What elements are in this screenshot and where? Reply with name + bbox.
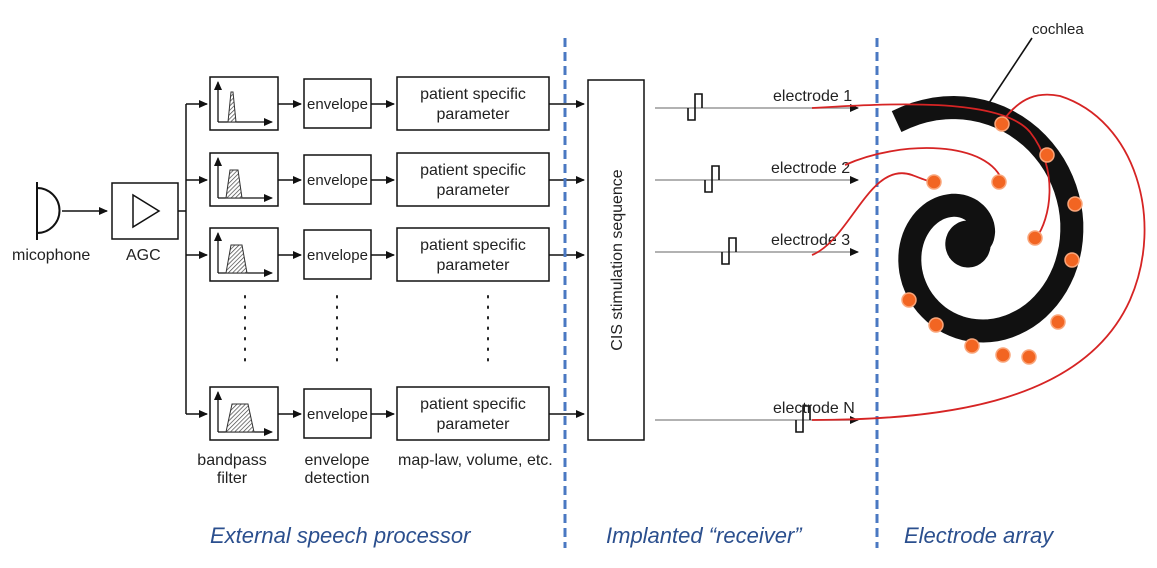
electrode-dot (901, 292, 917, 308)
electrode-dot (1021, 349, 1037, 365)
patient-parameter-box (396, 152, 550, 207)
envelope-label: envelope (307, 172, 368, 189)
filter-response-icon (225, 244, 248, 274)
channel-row: envelope patient specific parameter (186, 152, 585, 207)
electrode-outputs: electrode 1 electrode 2 electrode 3 electro… (655, 88, 859, 433)
electrode-dot (991, 174, 1007, 190)
filter-response-icon (225, 169, 243, 199)
electrode-dot (1050, 314, 1066, 330)
electrode-dot (1064, 252, 1080, 268)
patient-parameter-box (396, 76, 550, 131)
electrode-dot (926, 174, 942, 190)
electrode-dot (928, 317, 944, 333)
cis-stimulation-box (587, 79, 645, 441)
parameter-label-line2: parameter (437, 106, 511, 123)
electrode-label: electrode N (773, 400, 855, 417)
parameter-label-line2: parameter (437, 257, 511, 274)
wire-electrode-1 (811, 103, 1051, 239)
branch-wires (178, 104, 187, 414)
electrode-dot (1039, 147, 1055, 163)
cochlea-label: cochlea (1032, 21, 1084, 38)
channel-row: envelope patient specific parameter (186, 76, 585, 131)
electrode-dot (964, 338, 980, 354)
electrode-output-4: electrode N (655, 400, 859, 433)
patient-parameter-box (396, 227, 550, 282)
electrode-contacts (901, 116, 1083, 365)
envelope-label: envelope (307, 406, 368, 423)
bandpass-label-line2: filter (217, 470, 248, 487)
bandpass-label-line1: bandpass (197, 452, 266, 469)
envelope-detection-label-line2: detection (305, 470, 370, 487)
microphone-label: micophone (12, 247, 90, 264)
electrode-dot (1067, 196, 1083, 212)
envelope-box (303, 388, 372, 439)
biphasic-pulse-icon (795, 405, 811, 433)
ellipsis-dots (244, 295, 489, 367)
section-array-label: Electrode array (904, 523, 1055, 548)
biphasic-pulse-icon (721, 237, 737, 265)
envelope-box (303, 229, 372, 280)
electrode-dot (1027, 230, 1043, 246)
parameter-label-line1: patient specific (420, 162, 526, 179)
envelope-label: envelope (307, 247, 368, 264)
electrode-dot (994, 116, 1010, 132)
parameter-label-line1: patient specific (420, 396, 526, 413)
section-implanted-label: Implanted “receiver” (606, 523, 803, 548)
parameter-label-line2: parameter (437, 416, 511, 433)
channel-row: envelope patient specific parameter (186, 386, 585, 441)
microphone-icon (36, 182, 61, 240)
biphasic-pulse-icon (687, 93, 703, 121)
cochlea-pointer-line (982, 37, 1033, 113)
channel-row: envelope patient specific parameter (186, 227, 585, 282)
electrode-output-1: electrode 1 (655, 88, 859, 121)
envelope-detection-label-line1: envelope (305, 452, 370, 469)
envelope-box (303, 78, 372, 129)
patient-parameter-box (396, 386, 550, 441)
electrode-label: electrode 1 (773, 88, 852, 105)
electrode-output-3: electrode 3 (655, 232, 859, 265)
biphasic-pulse-icon (704, 165, 720, 193)
parameter-label-line1: patient specific (420, 86, 526, 103)
filter-response-icon (227, 91, 237, 123)
electrode-output-2: electrode 2 (655, 160, 859, 193)
electrode-dot (995, 347, 1011, 363)
amplifier-icon (132, 193, 161, 229)
filter-response-icon (225, 403, 255, 433)
section-external-label: External speech processor (210, 523, 472, 548)
wire-electrode-2 (844, 147, 1004, 184)
cochlea-spiral-icon (891, 95, 1084, 343)
agc-label: AGC (126, 247, 161, 264)
parameter-label-line1: patient specific (420, 237, 526, 254)
wire-electrode-n (811, 93, 1146, 421)
map-law-label: map-law, volume, etc. (398, 452, 553, 469)
cis-stimulation-label: CIS stimulation sequence (609, 169, 626, 351)
envelope-label: envelope (307, 96, 368, 113)
parameter-label-line2: parameter (437, 182, 511, 199)
electrode-label: electrode 2 (771, 160, 850, 177)
electrode-label: electrode 3 (771, 232, 850, 249)
